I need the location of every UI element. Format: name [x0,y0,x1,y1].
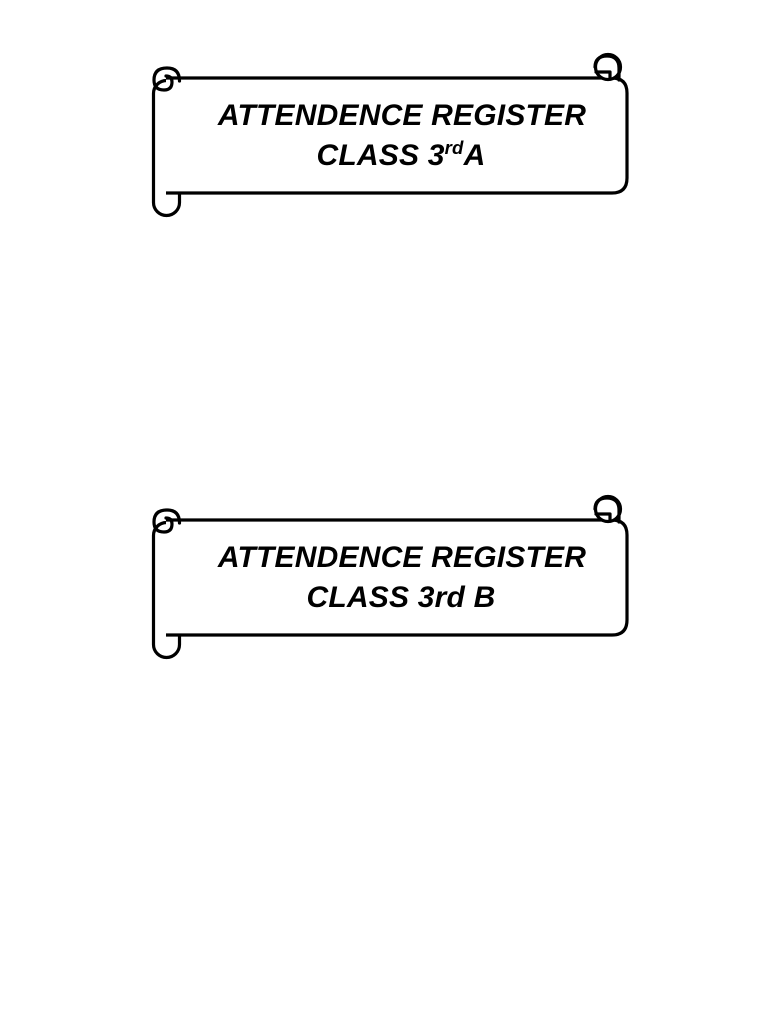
scroll-left-curl [152,66,182,92]
scroll-banner-class-3a: ATTENDENCE REGISTER CLASS 3rdA [140,50,640,225]
scroll-right-curl-hook [593,54,621,82]
scroll-body-panel [166,518,629,637]
scroll-left-curl [152,508,182,534]
scroll-banner-class-3b: ATTENDENCE REGISTER CLASS 3rd B [140,492,640,667]
scroll-right-curl-inner [594,70,612,81]
scroll-right-curl-inner [594,512,612,523]
scroll-right-curl-hook [593,496,621,524]
scroll-banner-graphic [151,52,629,218]
scroll-banner-graphic [151,494,629,660]
scroll-body-panel [166,76,629,195]
